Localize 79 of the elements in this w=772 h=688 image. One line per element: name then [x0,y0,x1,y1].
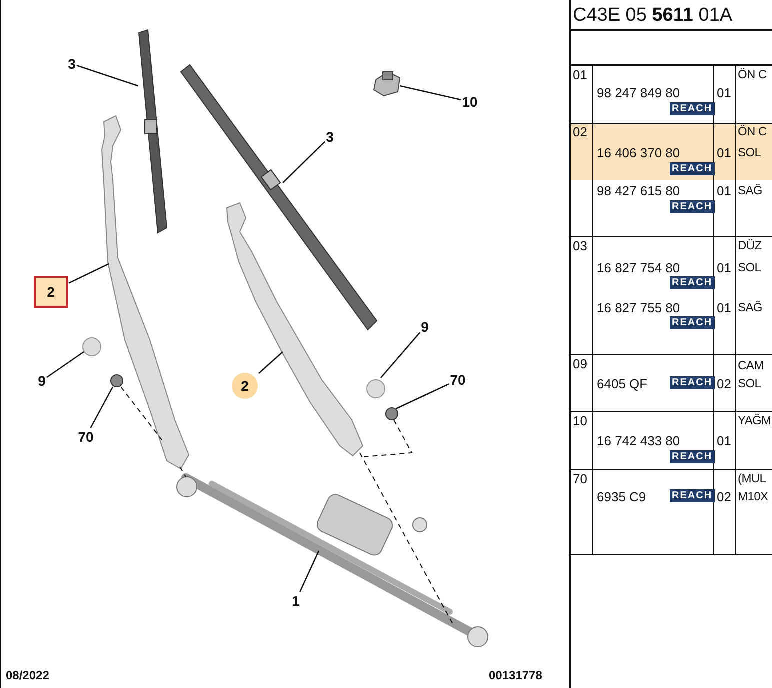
quantity: 01 [717,434,732,448]
part-description: SOL [738,260,762,276]
callout-number: 9 [421,319,429,335]
part-number: 6405 QF [597,376,648,392]
assembly-line [120,386,162,440]
wiper-linkage-drawing [176,474,488,648]
quantity: 01 [717,184,732,198]
footer-text: 08/2022 [6,668,50,684]
part-description: (MUL [738,472,766,486]
wiper-blade-drawing [138,29,168,234]
callout-number: 70 [78,429,94,445]
part-description: SAĞ [738,184,762,198]
part-description: ÖN C [738,124,767,140]
assembly-line [364,420,413,458]
quantity: 01 [717,146,732,160]
leader-line [76,65,138,87]
regulation-badge: REACH [670,316,715,330]
cap-drawing [82,338,102,356]
nut-drawing [110,374,124,388]
item-number: 70 [573,472,588,486]
part-number: 16 406 370 80 [597,146,680,160]
part-number: 16 742 433 80 [597,434,680,448]
rain-sensor-drawing [373,71,401,97]
wiper-arm-drawing [226,202,364,457]
item-number: 03 [573,238,588,254]
part-number: 6935 C9 [597,490,646,504]
quantity: 02 [717,376,732,392]
part-description: YAĞM [738,414,772,428]
part-description: SOL [738,146,762,160]
callout-number: 1 [292,593,300,609]
callout-number: 10 [462,94,478,110]
assembly-line [360,452,454,626]
callout-number: 9 [38,373,46,389]
footer-text: 00131778 [489,668,542,684]
regulation-badge: REACH [670,450,715,464]
leader-line [380,332,421,378]
part-number: 98 247 849 80 [597,86,680,100]
item-number: 02 [573,124,588,140]
part-description: SOL [738,376,762,392]
cap-drawing [366,380,386,398]
callout-number: 70 [450,372,466,388]
callout-number: 3 [326,129,334,145]
wiper-arm-drawing [102,115,190,470]
nut-drawing [386,408,398,420]
assembly-line [180,466,186,478]
part-number: 16 827 754 80 [597,260,680,276]
part-number: 98 427 615 80 [597,184,680,198]
callout-number: 2 [232,373,258,399]
regulation-badge: REACH [670,276,715,290]
item-number: 01 [573,68,588,82]
part-description: M10X [738,490,768,504]
catalog-code: C43E 05 5611 01A [573,5,733,27]
part-number: 16 827 755 80 [597,300,680,316]
regulation-badge: REACH [670,102,715,116]
part-description: DÜZ [738,238,762,254]
regulation-badge: REACH [670,490,715,502]
item-number: 10 [573,414,588,428]
leader-line [258,352,284,374]
leader-line [46,351,84,378]
leader-line [68,263,110,284]
regulation-badge: REACH [670,162,715,176]
regulation-badge: REACH [670,376,715,390]
leader-line [282,141,326,184]
leader-line [400,85,462,101]
quantity: 01 [717,86,732,100]
leader-line [300,550,320,592]
leader-line [396,384,450,410]
quantity: 01 [717,260,732,276]
quantity: 01 [717,300,732,316]
callout-number: 3 [68,56,76,72]
quantity: 02 [717,490,732,504]
leader-line [90,386,114,428]
part-description: SAĞ [738,300,762,316]
item-number: 09 [573,356,588,372]
part-description: CAM [738,358,764,374]
wiper-blade-drawing [180,64,378,331]
callout-number: 2 [34,276,68,308]
part-description: ÖN C [738,68,767,82]
regulation-badge: REACH [670,200,715,214]
